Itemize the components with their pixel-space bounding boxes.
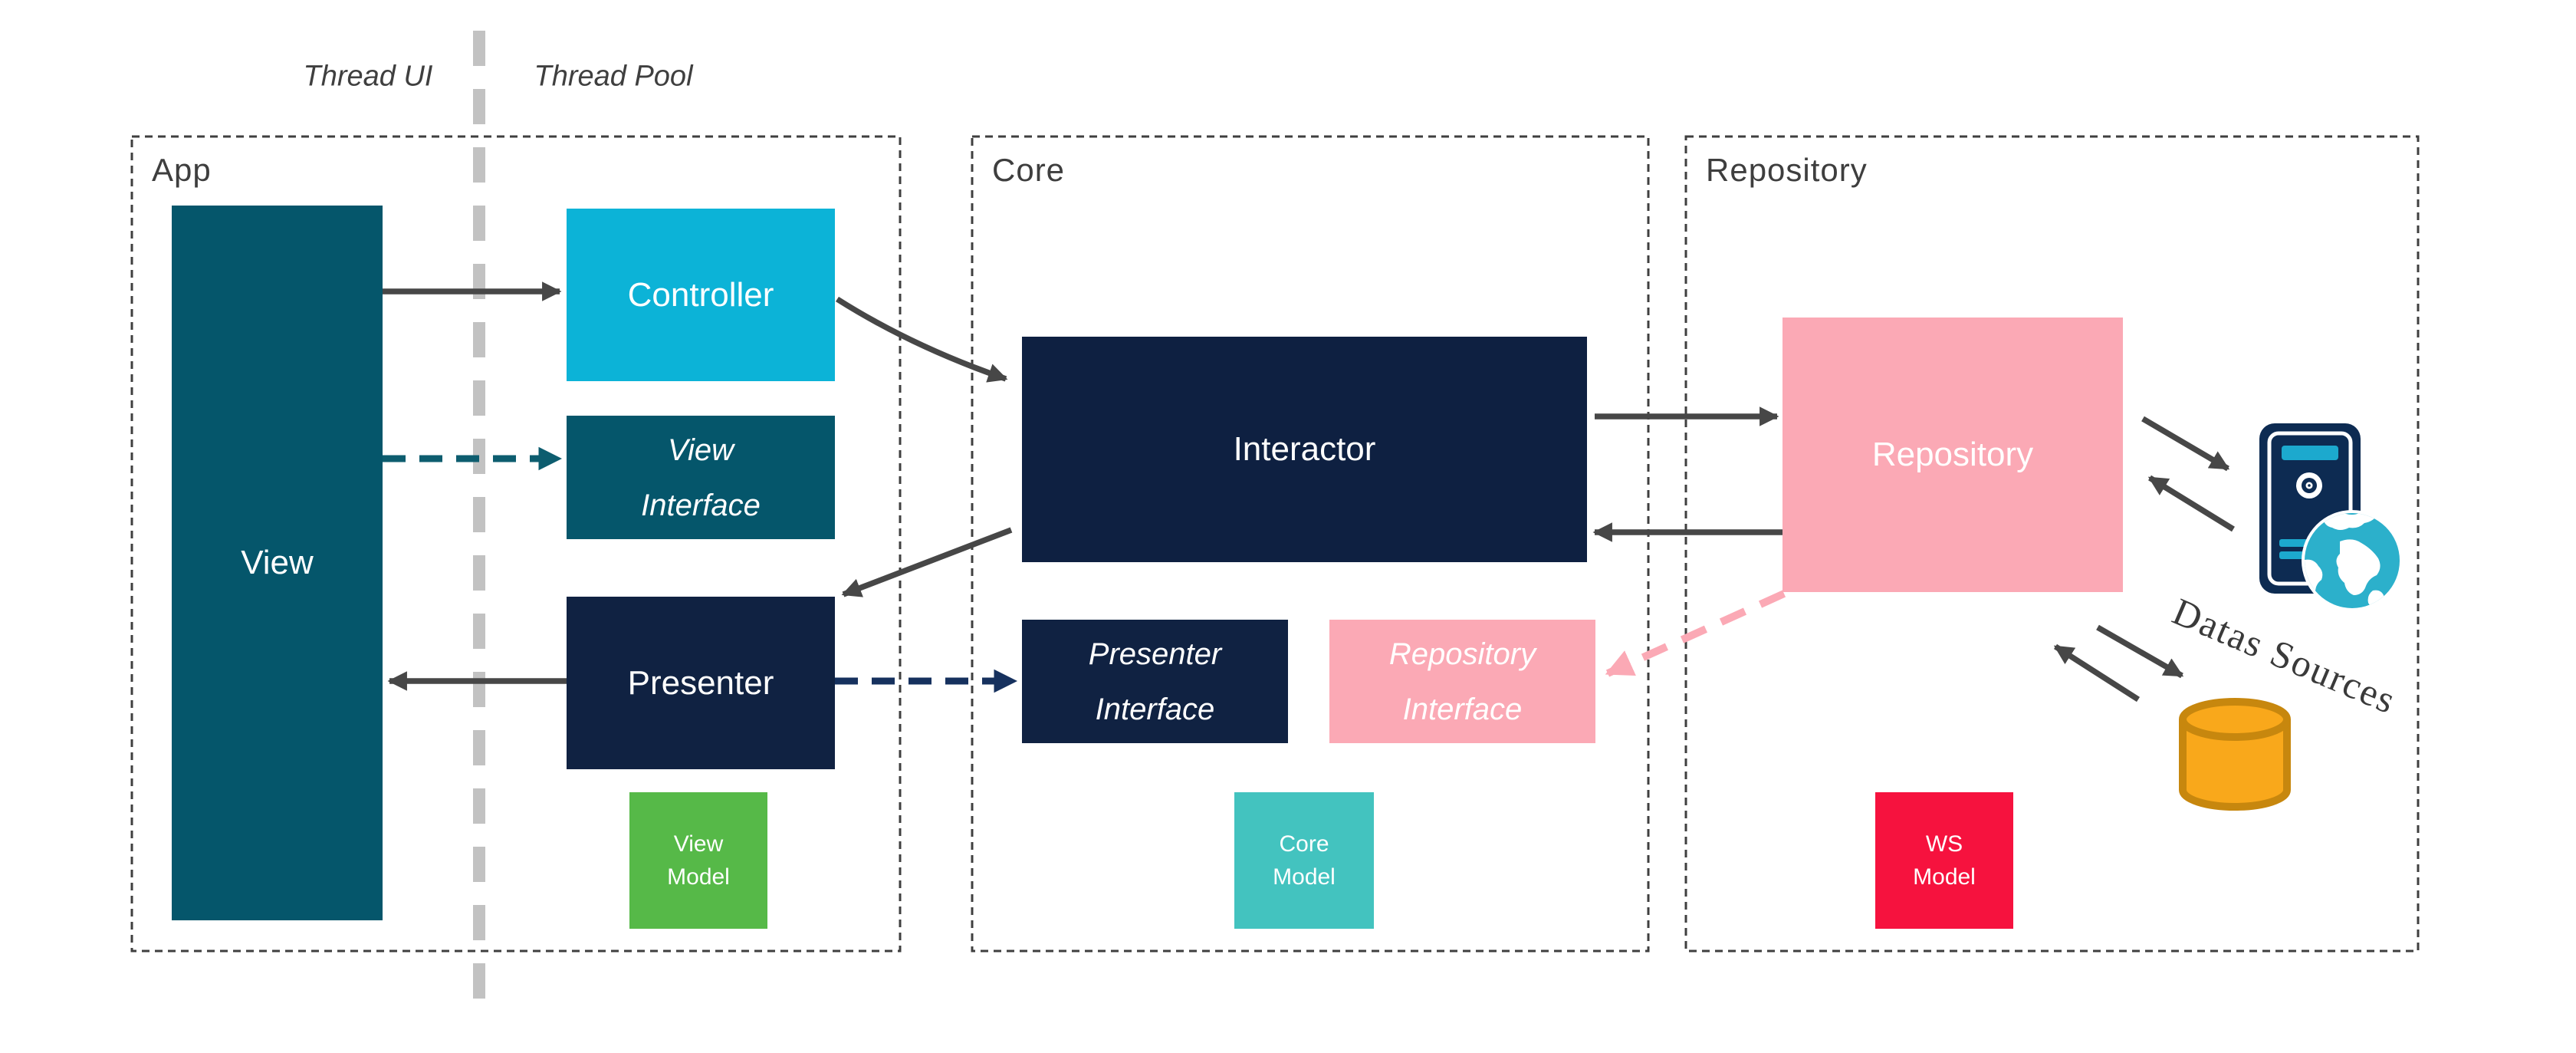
view-interface-line2: Interface bbox=[641, 488, 761, 522]
repository-box: Repository bbox=[1783, 318, 2123, 592]
thread-ui-label: Thread UI bbox=[303, 60, 433, 93]
database-cylinder-icon bbox=[2179, 698, 2291, 811]
presenter-interface-box: Presenter Interface bbox=[1022, 620, 1288, 743]
ws-model-box: WS Model bbox=[1875, 792, 2013, 929]
repository-interface-line2: Interface bbox=[1402, 692, 1523, 726]
presenter-box-label: Presenter bbox=[627, 663, 774, 702]
core-model-line2: Model bbox=[1273, 864, 1336, 890]
view-box-label: View bbox=[241, 544, 314, 581]
view-model-line1: View bbox=[673, 831, 724, 857]
ws-model-label: WS Model bbox=[1913, 828, 1976, 894]
globe-icon bbox=[2302, 510, 2403, 611]
arrow-repository-to-database bbox=[2096, 624, 2184, 679]
repository-container-label: Repository bbox=[1706, 152, 1868, 188]
view-model-line2: Model bbox=[667, 864, 730, 890]
core-model-box: Core Model bbox=[1234, 792, 1374, 929]
repository-interface-label: Repository Interface bbox=[1389, 627, 1536, 737]
core-container-label: Core bbox=[992, 152, 1066, 188]
interactor-box-label: Interactor bbox=[1233, 430, 1376, 468]
app-container-label: App bbox=[152, 152, 212, 188]
repository-interface-box: Repository Interface bbox=[1329, 620, 1595, 743]
repository-interface-line1: Repository bbox=[1388, 637, 1536, 671]
server-icon bbox=[2259, 423, 2361, 594]
datas-sources-label: Datas Sources bbox=[2167, 589, 2403, 722]
thread-pool-label: Thread Pool bbox=[534, 60, 693, 93]
controller-box: Controller bbox=[567, 209, 835, 381]
arrow-server-to-repository bbox=[2147, 475, 2235, 532]
view-model-label: View Model bbox=[667, 828, 730, 894]
view-interface-label: View Interface bbox=[641, 423, 761, 533]
interactor-box: Interactor bbox=[1022, 337, 1587, 562]
view-interface-line1: View bbox=[668, 433, 734, 467]
arrow-interactor-to-presenter bbox=[841, 527, 1013, 597]
arrow-database-to-repository bbox=[2053, 643, 2141, 703]
controller-box-label: Controller bbox=[627, 275, 774, 314]
arrow-repository-to-server bbox=[2141, 416, 2230, 472]
presenter-interface-line1: Presenter bbox=[1088, 637, 1222, 671]
view-model-box: View Model bbox=[629, 792, 767, 929]
arrow-repository-to-repository-interface bbox=[1605, 590, 1786, 677]
view-box: View bbox=[172, 206, 383, 920]
presenter-interface-label: Presenter Interface bbox=[1089, 627, 1221, 737]
arrow-controller-to-interactor bbox=[835, 296, 1008, 383]
view-interface-box: View Interface bbox=[567, 416, 835, 539]
repository-box-label: Repository bbox=[1871, 436, 2034, 473]
core-model-line1: Core bbox=[1279, 831, 1329, 857]
presenter-interface-line2: Interface bbox=[1095, 692, 1215, 726]
presenter-box: Presenter bbox=[567, 597, 835, 769]
ws-model-line1: WS bbox=[1925, 831, 1963, 857]
core-model-label: Core Model bbox=[1273, 828, 1336, 894]
ws-model-line2: Model bbox=[1913, 864, 1976, 890]
